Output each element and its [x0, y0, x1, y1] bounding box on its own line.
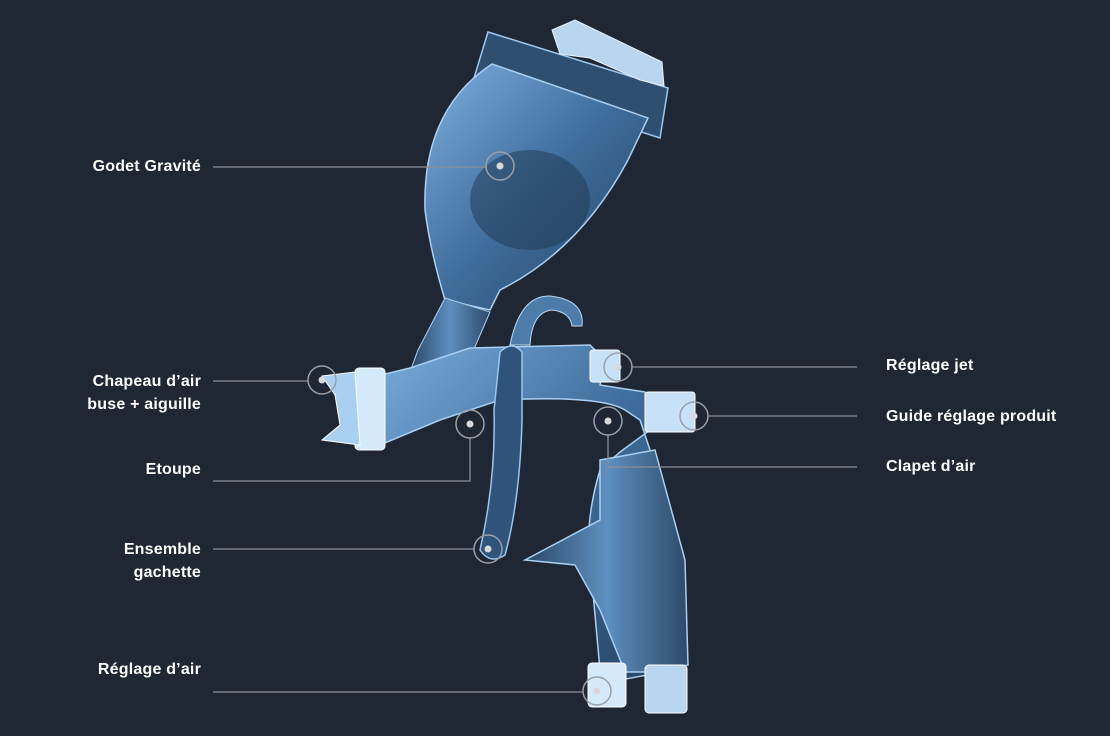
hotspot-gachette[interactable]	[473, 534, 503, 564]
trigger	[479, 345, 523, 560]
air-inlet	[644, 664, 688, 714]
hotspot-clapet[interactable]	[593, 406, 623, 436]
label-reglage-jet: Réglage jet	[886, 357, 974, 374]
leader-clapet	[607, 435, 857, 468]
hotspot-guide[interactable]	[679, 401, 709, 431]
hotspot-reglage-jet[interactable]	[603, 352, 633, 382]
label-guide-reglage-produit: Guide réglage produit	[886, 408, 1057, 425]
cup-lid-tab	[551, 19, 665, 87]
label-etoupe: Etoupe	[145, 461, 201, 478]
air-knob	[587, 662, 627, 708]
hanger-hook	[509, 295, 583, 346]
fluid-knob	[644, 391, 696, 433]
label-godet-gravite: Godet Gravité	[92, 158, 201, 175]
hotspots	[307, 151, 709, 706]
spray-gun-illustration	[320, 19, 696, 714]
hotspot-reglage-air[interactable]	[582, 676, 612, 706]
hotspot-chapeau[interactable]	[307, 365, 337, 395]
leader-etoupe	[213, 438, 471, 482]
air-cap-horns	[320, 371, 361, 446]
hotspot-godet[interactable]	[485, 151, 515, 181]
hotspot-etoupe[interactable]	[455, 409, 485, 439]
leader-lines	[213, 166, 857, 693]
label-clapet-air: Clapet d’air	[886, 458, 976, 475]
label-reglage-air: Réglage d’air	[97, 661, 201, 678]
